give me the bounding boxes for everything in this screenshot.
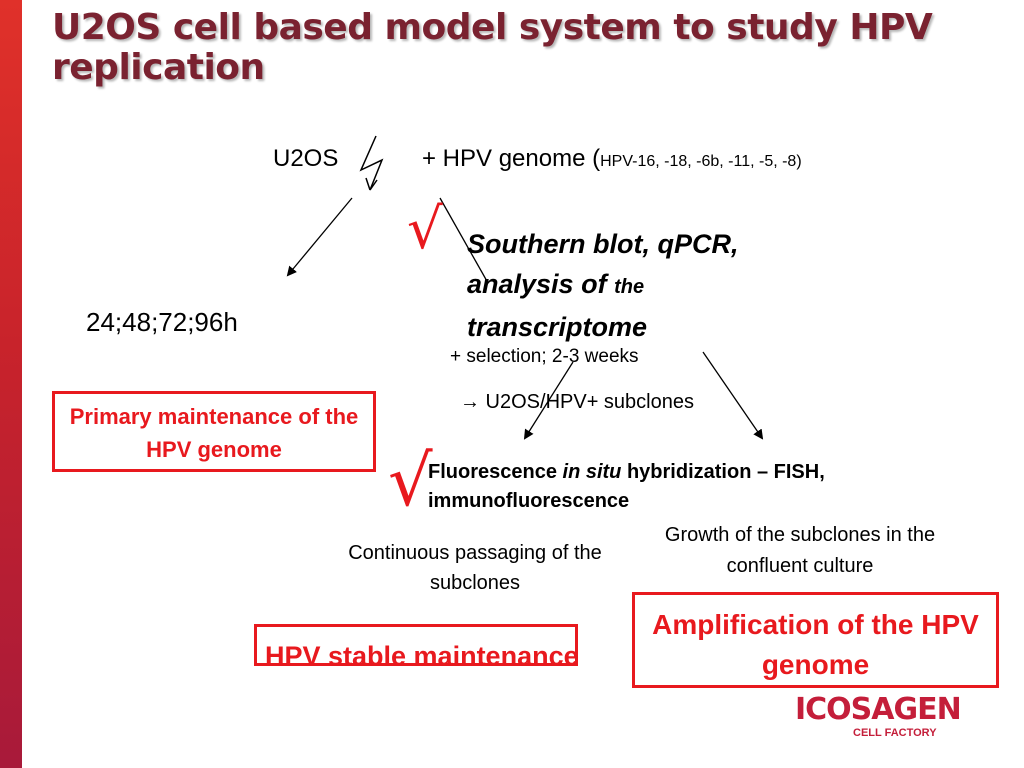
logo-tagline: CELL FACTORY: [853, 727, 937, 739]
fish-line-2: immunofluorescence: [428, 490, 630, 512]
side-accent-bar: [0, 0, 22, 768]
icosagen-logo: ICOSAGEN CELL FACTORY: [795, 690, 962, 746]
timepoints-label: 24;48;72;96h: [86, 307, 238, 337]
selection-label: + selection; 2-3 weeks: [450, 346, 639, 367]
stable-maintenance-text: HPV stable maintenance: [265, 641, 579, 671]
primary-maintenance-box: Primary maintenance of the HPV genome: [52, 391, 376, 472]
subclones-label: → U2OS/HPV+ subclones: [460, 391, 694, 413]
fish-line-1: Fluorescence in situ hybridization – FIS…: [428, 461, 825, 483]
lightning-bolt-icon: [359, 135, 384, 191]
analysis-methods: Southern blot, qPCR, analysis of the tra…: [467, 224, 738, 347]
stable-maintenance-box: [254, 624, 578, 666]
arrow-to-timepoints: [286, 197, 353, 277]
cell-line-label: U2OS: [273, 145, 339, 172]
analysis-line-3: transcriptome: [467, 312, 648, 342]
amplification-box: Amplification of the HPV genome: [632, 592, 999, 688]
analysis-line-2: analysis of the: [467, 269, 645, 299]
checkmark-icon: √: [407, 197, 443, 262]
checkmark-icon: √: [388, 440, 433, 522]
arrow-to-fish: [523, 361, 574, 440]
slide-title: U2OS cell based model system to study HP…: [52, 7, 933, 88]
arrow-to-selection: [439, 197, 489, 284]
arrow-to-growth: [702, 351, 764, 440]
fish-methods: Fluorescence in situ hybridization – FIS…: [428, 458, 825, 516]
growth-label: Growth of the subclones in the confluent…: [664, 524, 936, 577]
passaging-label: Continuous passaging of the subclones: [348, 542, 602, 594]
logo-wordmark: ICOSAGEN: [795, 692, 962, 727]
analysis-line-1: Southern blot, qPCR,: [467, 229, 739, 259]
hpv-genome-label: + HPV genome (HPV-16, -18, -6b, -11, -5,…: [422, 145, 802, 172]
